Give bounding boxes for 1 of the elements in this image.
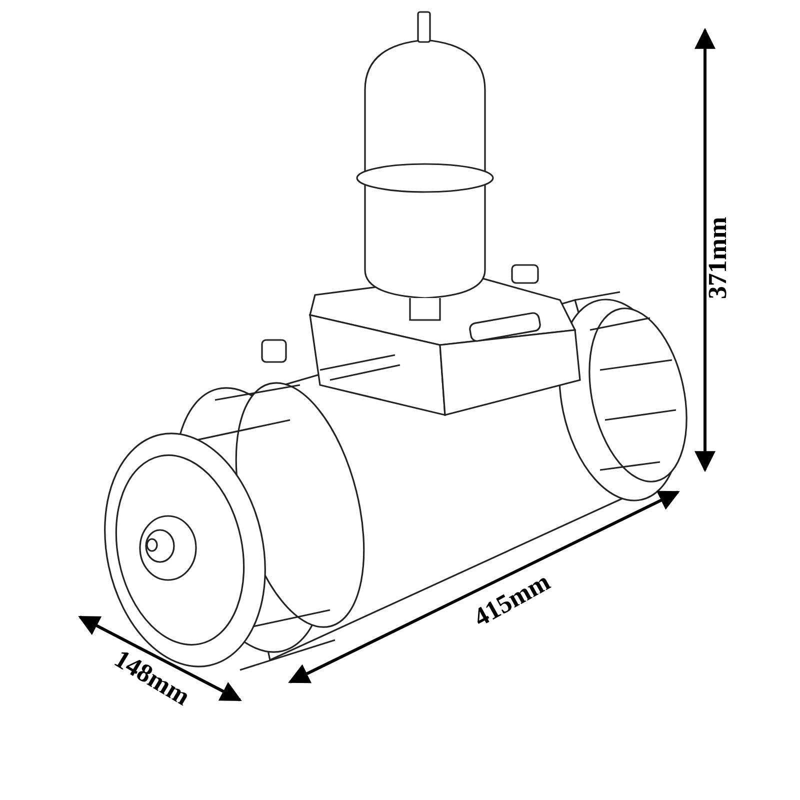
dimension-label: 371mm bbox=[705, 216, 731, 300]
